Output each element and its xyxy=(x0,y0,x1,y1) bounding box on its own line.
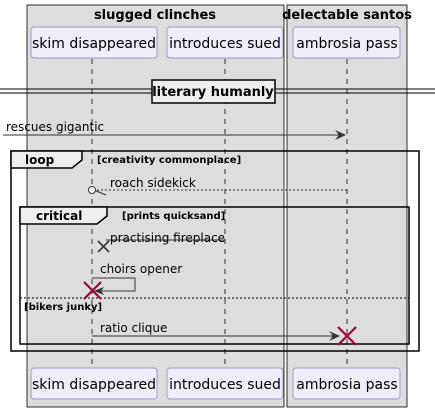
fragment-critical: critical [prints quicksand] [bikers junk… xyxy=(19,206,410,345)
message-label: ratio clique xyxy=(100,321,167,335)
participant-label: skim disappeared xyxy=(32,377,156,393)
divider: literary humanly xyxy=(0,79,435,104)
destroy-mark-skim-disappeared xyxy=(83,281,102,300)
box-group-slugged-clinches: slugged clinches xyxy=(26,4,285,408)
message-rescues-gigantic: rescues gigantic xyxy=(3,120,346,140)
fragment-else-condition: [bikers junky] xyxy=(24,302,102,313)
message-label: choirs opener xyxy=(100,262,182,276)
message-label: roach sidekick xyxy=(110,176,196,190)
participant-label: ambrosia pass xyxy=(296,36,397,52)
fragment-keyword: loop xyxy=(25,153,55,167)
message-choirs-opener: choirs opener xyxy=(92,262,182,295)
participant-label: introduces sued xyxy=(169,377,281,393)
participant-label: ambrosia pass xyxy=(296,377,397,393)
fragment-condition: [prints quicksand] xyxy=(122,211,225,222)
divider-label: literary humanly xyxy=(152,85,274,100)
message-practising-fireplace: practising fireplace xyxy=(97,231,225,253)
message-label: rescues gigantic xyxy=(6,120,104,134)
box-title: slugged clinches xyxy=(94,8,216,23)
destroy-mark-ambrosia-pass xyxy=(337,326,357,346)
box-title: delectable santos xyxy=(282,8,412,23)
message-ratio-clique: ratio clique xyxy=(92,321,340,341)
message-label: practising fireplace xyxy=(110,231,225,245)
fragment-keyword: critical xyxy=(36,209,82,223)
participant-introduces-sued-top[interactable]: introduces sued xyxy=(166,26,284,59)
fragment-loop: loop [creativity commonplace] xyxy=(10,150,420,352)
participant-skim-disappeared-top[interactable]: skim disappeared xyxy=(30,26,158,59)
participant-ambrosia-pass-top[interactable]: ambrosia pass xyxy=(292,26,401,59)
message-roach-sidekick: roach sidekick xyxy=(88,176,347,196)
participant-label: skim disappeared xyxy=(32,36,156,52)
box-group-delectable-santos: delectable santos xyxy=(282,4,412,408)
participant-introduces-sued-bottom[interactable]: introduces sued xyxy=(166,367,284,400)
participant-ambrosia-pass-bottom[interactable]: ambrosia pass xyxy=(292,367,401,400)
fragment-condition: [creativity commonplace] xyxy=(97,155,241,166)
participant-label: introduces sued xyxy=(169,36,281,52)
participant-skim-disappeared-bottom[interactable]: skim disappeared xyxy=(30,367,158,400)
